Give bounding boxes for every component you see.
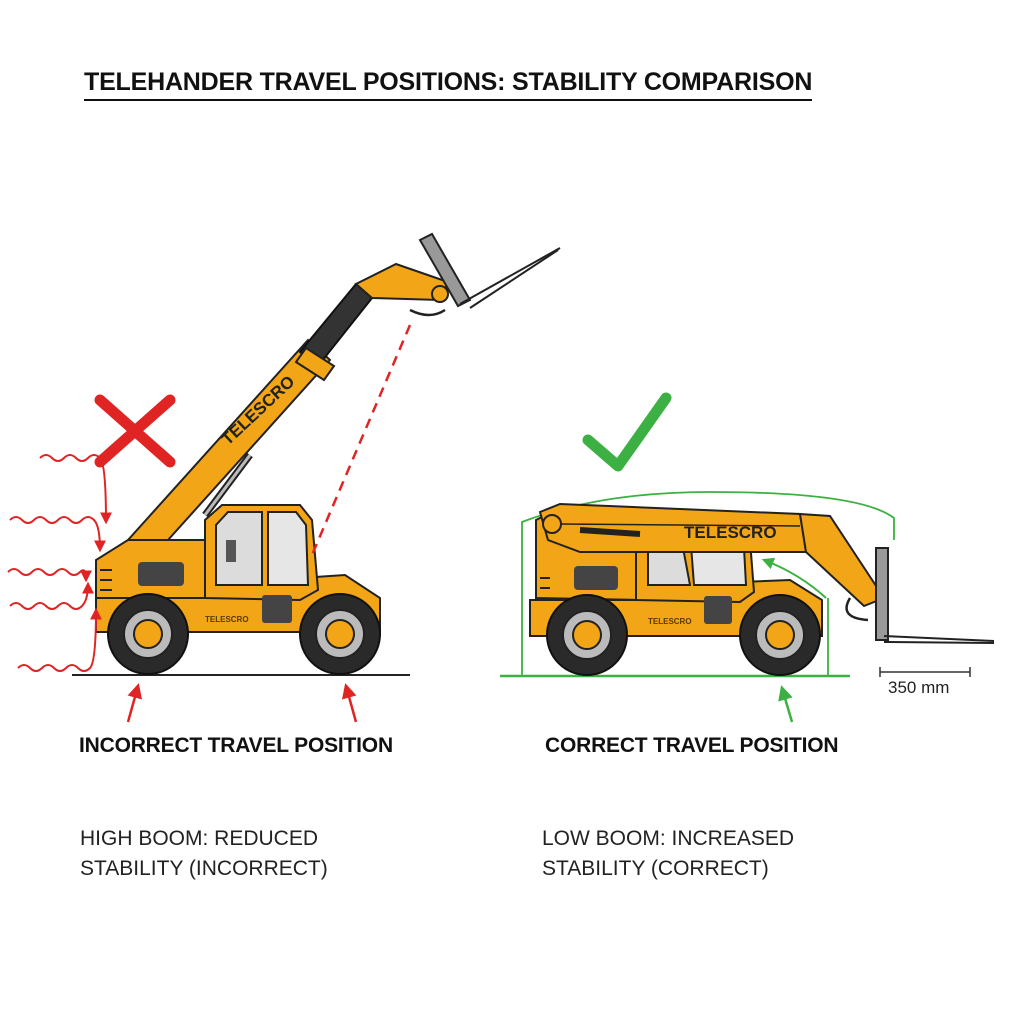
incorrect-description-line1: HIGH BOOM: REDUCED (80, 827, 319, 850)
cross-icon (94, 394, 176, 468)
incorrect-caption: INCORRECT TRAVEL POSITION (79, 734, 393, 757)
incorrect-telehandler: TELESCRO TELESCRO (72, 232, 561, 676)
right-boom (538, 502, 995, 644)
correct-description-line2: STABILITY (CORRECT) (542, 857, 769, 880)
incorrect-description: HIGH BOOM: REDUCED STABILITY (INCORRECT) (80, 824, 328, 884)
right-boom-label: TELESCRO (684, 523, 777, 542)
check-icon (582, 392, 672, 472)
fork-height-dimension (879, 667, 971, 677)
correct-caption: CORRECT TRAVEL POSITION (545, 734, 839, 757)
left-center-of-gravity-line (310, 324, 412, 556)
instability-arrows (7, 454, 112, 672)
incorrect-description-line2: STABILITY (INCORRECT) (80, 857, 328, 880)
left-front-pressure-arrow (341, 683, 358, 723)
left-front-wheel (299, 593, 381, 675)
correct-description: LOW BOOM: INCREASED STABILITY (CORRECT) (542, 824, 794, 884)
right-rear-wheel (546, 594, 628, 676)
correct-description-line1: LOW BOOM: INCREASED (542, 827, 795, 850)
right-center-of-gravity-arrow (761, 557, 827, 599)
fork-height-label: 350 mm (888, 678, 950, 697)
left-rear-pressure-arrow (126, 683, 143, 723)
right-front-wheel (739, 594, 821, 676)
right-ground-pressure-arrow (778, 685, 794, 723)
left-body-plate: TELESCRO (205, 615, 249, 624)
left-rear-wheel (107, 593, 189, 675)
correct-telehandler: TELESCRO TELESCRO (500, 491, 995, 678)
left-boom (126, 232, 561, 562)
right-body-plate: TELESCRO (648, 617, 692, 626)
page-title: TELEHANDER TRAVEL POSITIONS: STABILITY C… (84, 68, 812, 101)
